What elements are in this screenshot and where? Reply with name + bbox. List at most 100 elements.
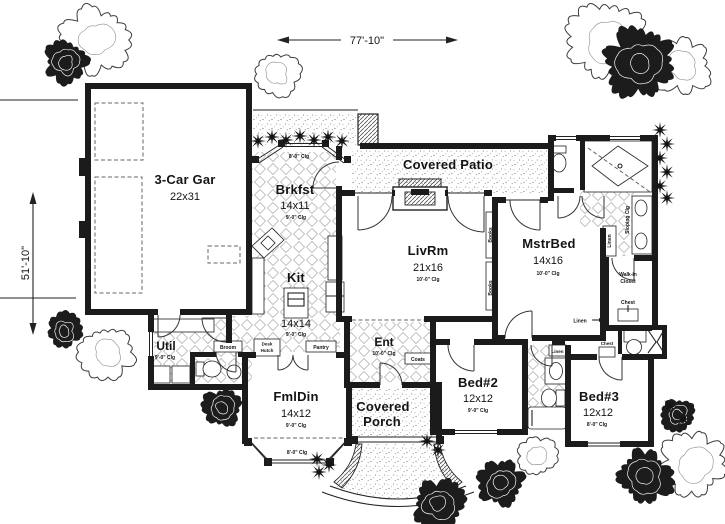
label-mstrbed-clg: 10'-0" Clg bbox=[536, 271, 559, 277]
star-shrub-icon bbox=[250, 133, 266, 149]
chest-icon bbox=[598, 346, 616, 358]
shrub-icon bbox=[615, 447, 676, 504]
label-fmldin-bay-clg: 8'-0" Clg bbox=[287, 450, 307, 456]
shrub-icon bbox=[47, 310, 84, 349]
shrub-detail bbox=[58, 324, 70, 338]
shrub-icon bbox=[601, 25, 675, 99]
kitchen-sink bbox=[260, 235, 276, 251]
desk-hutch-box bbox=[253, 338, 281, 357]
star-shrub-icon bbox=[320, 129, 336, 145]
star-shrub-icon bbox=[419, 433, 435, 449]
door-swing-arc bbox=[357, 195, 393, 231]
label-fmldin-size: 14x12 bbox=[281, 408, 311, 420]
label-pantry: Pantry bbox=[313, 345, 329, 351]
label-bed2-size: 12x12 bbox=[463, 393, 493, 405]
label-linen: Linen bbox=[607, 234, 613, 247]
shrub-icon bbox=[413, 477, 468, 524]
width-dimension: 77'-10" bbox=[350, 35, 384, 47]
label-porch-line1: Covered bbox=[356, 399, 409, 414]
door-swing-arc bbox=[447, 344, 475, 372]
label-util-clg: 9'-0" Clg bbox=[155, 355, 175, 361]
label-walkin-line2: Closet bbox=[620, 279, 636, 285]
label-broom: Broom bbox=[220, 345, 237, 351]
toilet-icon bbox=[551, 145, 567, 154]
label-fmldin-name: FmlDin bbox=[273, 389, 318, 404]
door-swing-arc bbox=[447, 195, 485, 233]
sink-icon bbox=[634, 232, 648, 250]
shrub-icon bbox=[200, 388, 243, 427]
door-swings bbox=[157, 161, 635, 386]
sink-icon bbox=[626, 339, 642, 355]
label-chest: Chest bbox=[621, 300, 635, 306]
label-sloping-clg: Sloping Clg bbox=[625, 206, 631, 234]
kitchen-counter bbox=[251, 257, 265, 315]
label-garage-name: 3-Car Gar bbox=[154, 172, 215, 187]
door-swing-arc bbox=[379, 362, 403, 386]
door-swing-arc bbox=[312, 161, 340, 189]
door-swing-arc bbox=[557, 195, 581, 219]
star-shrub-icon bbox=[264, 129, 280, 145]
tree-icon bbox=[254, 53, 303, 99]
shrub-detail bbox=[486, 470, 517, 499]
label-books: Books bbox=[488, 280, 494, 296]
shrub-detail bbox=[630, 53, 650, 74]
label-livrm-name: LivRm bbox=[408, 243, 449, 258]
shower-bifold-door bbox=[647, 329, 665, 354]
shrub-detail bbox=[627, 458, 661, 495]
star-shrub-icon bbox=[292, 128, 308, 144]
door-swing-arc bbox=[530, 344, 553, 367]
door-swing-arc bbox=[215, 351, 237, 373]
label-walkin-line1: Walk-in bbox=[619, 272, 637, 278]
garage-bay-outline bbox=[94, 102, 144, 161]
label-livrm-clg: 10'-0" Clg bbox=[416, 277, 439, 283]
star-shrub-icon bbox=[662, 398, 678, 414]
windows bbox=[149, 136, 640, 464]
label-porch-line2: Porch bbox=[363, 414, 401, 429]
label-chest: Chest bbox=[601, 341, 614, 346]
door-swing-arc bbox=[292, 354, 309, 371]
label-fmldin-clg: 9'-0" Clg bbox=[286, 423, 306, 429]
shrub-icon bbox=[44, 39, 91, 87]
star-shrub-icon bbox=[309, 451, 325, 467]
pantry-box bbox=[305, 340, 337, 353]
label-bed3-clg: 8'-0" Clg bbox=[587, 422, 607, 428]
label-kit-name: Kit bbox=[287, 270, 305, 285]
shrub-detail bbox=[210, 395, 235, 421]
star-shrub-icon bbox=[306, 132, 322, 148]
tree-detail bbox=[77, 23, 116, 55]
star-shrub-icon bbox=[659, 136, 675, 152]
water-heater-outline bbox=[207, 245, 241, 264]
door-swing-arc bbox=[598, 356, 623, 381]
tree-icon bbox=[516, 436, 559, 476]
tree-detail bbox=[265, 61, 288, 85]
fixtures bbox=[0, 99, 665, 507]
star-shrub-icon bbox=[321, 457, 337, 473]
height-dimension: 51'-10" bbox=[20, 246, 32, 280]
label-bed3-name: Bed#3 bbox=[579, 389, 619, 404]
label-bed2-name: Bed#2 bbox=[458, 375, 498, 390]
toilet-icon bbox=[551, 153, 567, 173]
door-swing-arc bbox=[201, 317, 227, 343]
shrub-detail bbox=[54, 320, 75, 343]
tub-icon bbox=[527, 406, 567, 430]
shrub-detail bbox=[51, 48, 81, 77]
dryer-icon bbox=[171, 365, 191, 384]
label-brkfst-name: Brkfst bbox=[276, 182, 315, 197]
walkway-cheek-wall bbox=[333, 443, 363, 489]
landscaping bbox=[44, 2, 725, 524]
star-shrub-icon bbox=[675, 411, 691, 427]
label-linen: Linen bbox=[552, 349, 564, 354]
shrub-detail bbox=[420, 490, 455, 520]
star-shrub-icon bbox=[334, 133, 350, 149]
dimension-annotations: 77'-10" 51'-10" bbox=[20, 35, 458, 335]
label-coats: Coats bbox=[411, 357, 425, 363]
label-bed2-clg: 9'-0" Clg bbox=[468, 408, 488, 414]
label-mstrbed-size: 14x16 bbox=[533, 255, 563, 267]
shrub-detail bbox=[58, 54, 73, 71]
label-kit-size: 14x14 bbox=[281, 318, 311, 330]
label-books: Books bbox=[488, 227, 494, 243]
label-patio-name: Covered Patio bbox=[403, 157, 493, 172]
door-swing-arc bbox=[611, 257, 635, 281]
star-shrub-icon bbox=[278, 132, 294, 148]
